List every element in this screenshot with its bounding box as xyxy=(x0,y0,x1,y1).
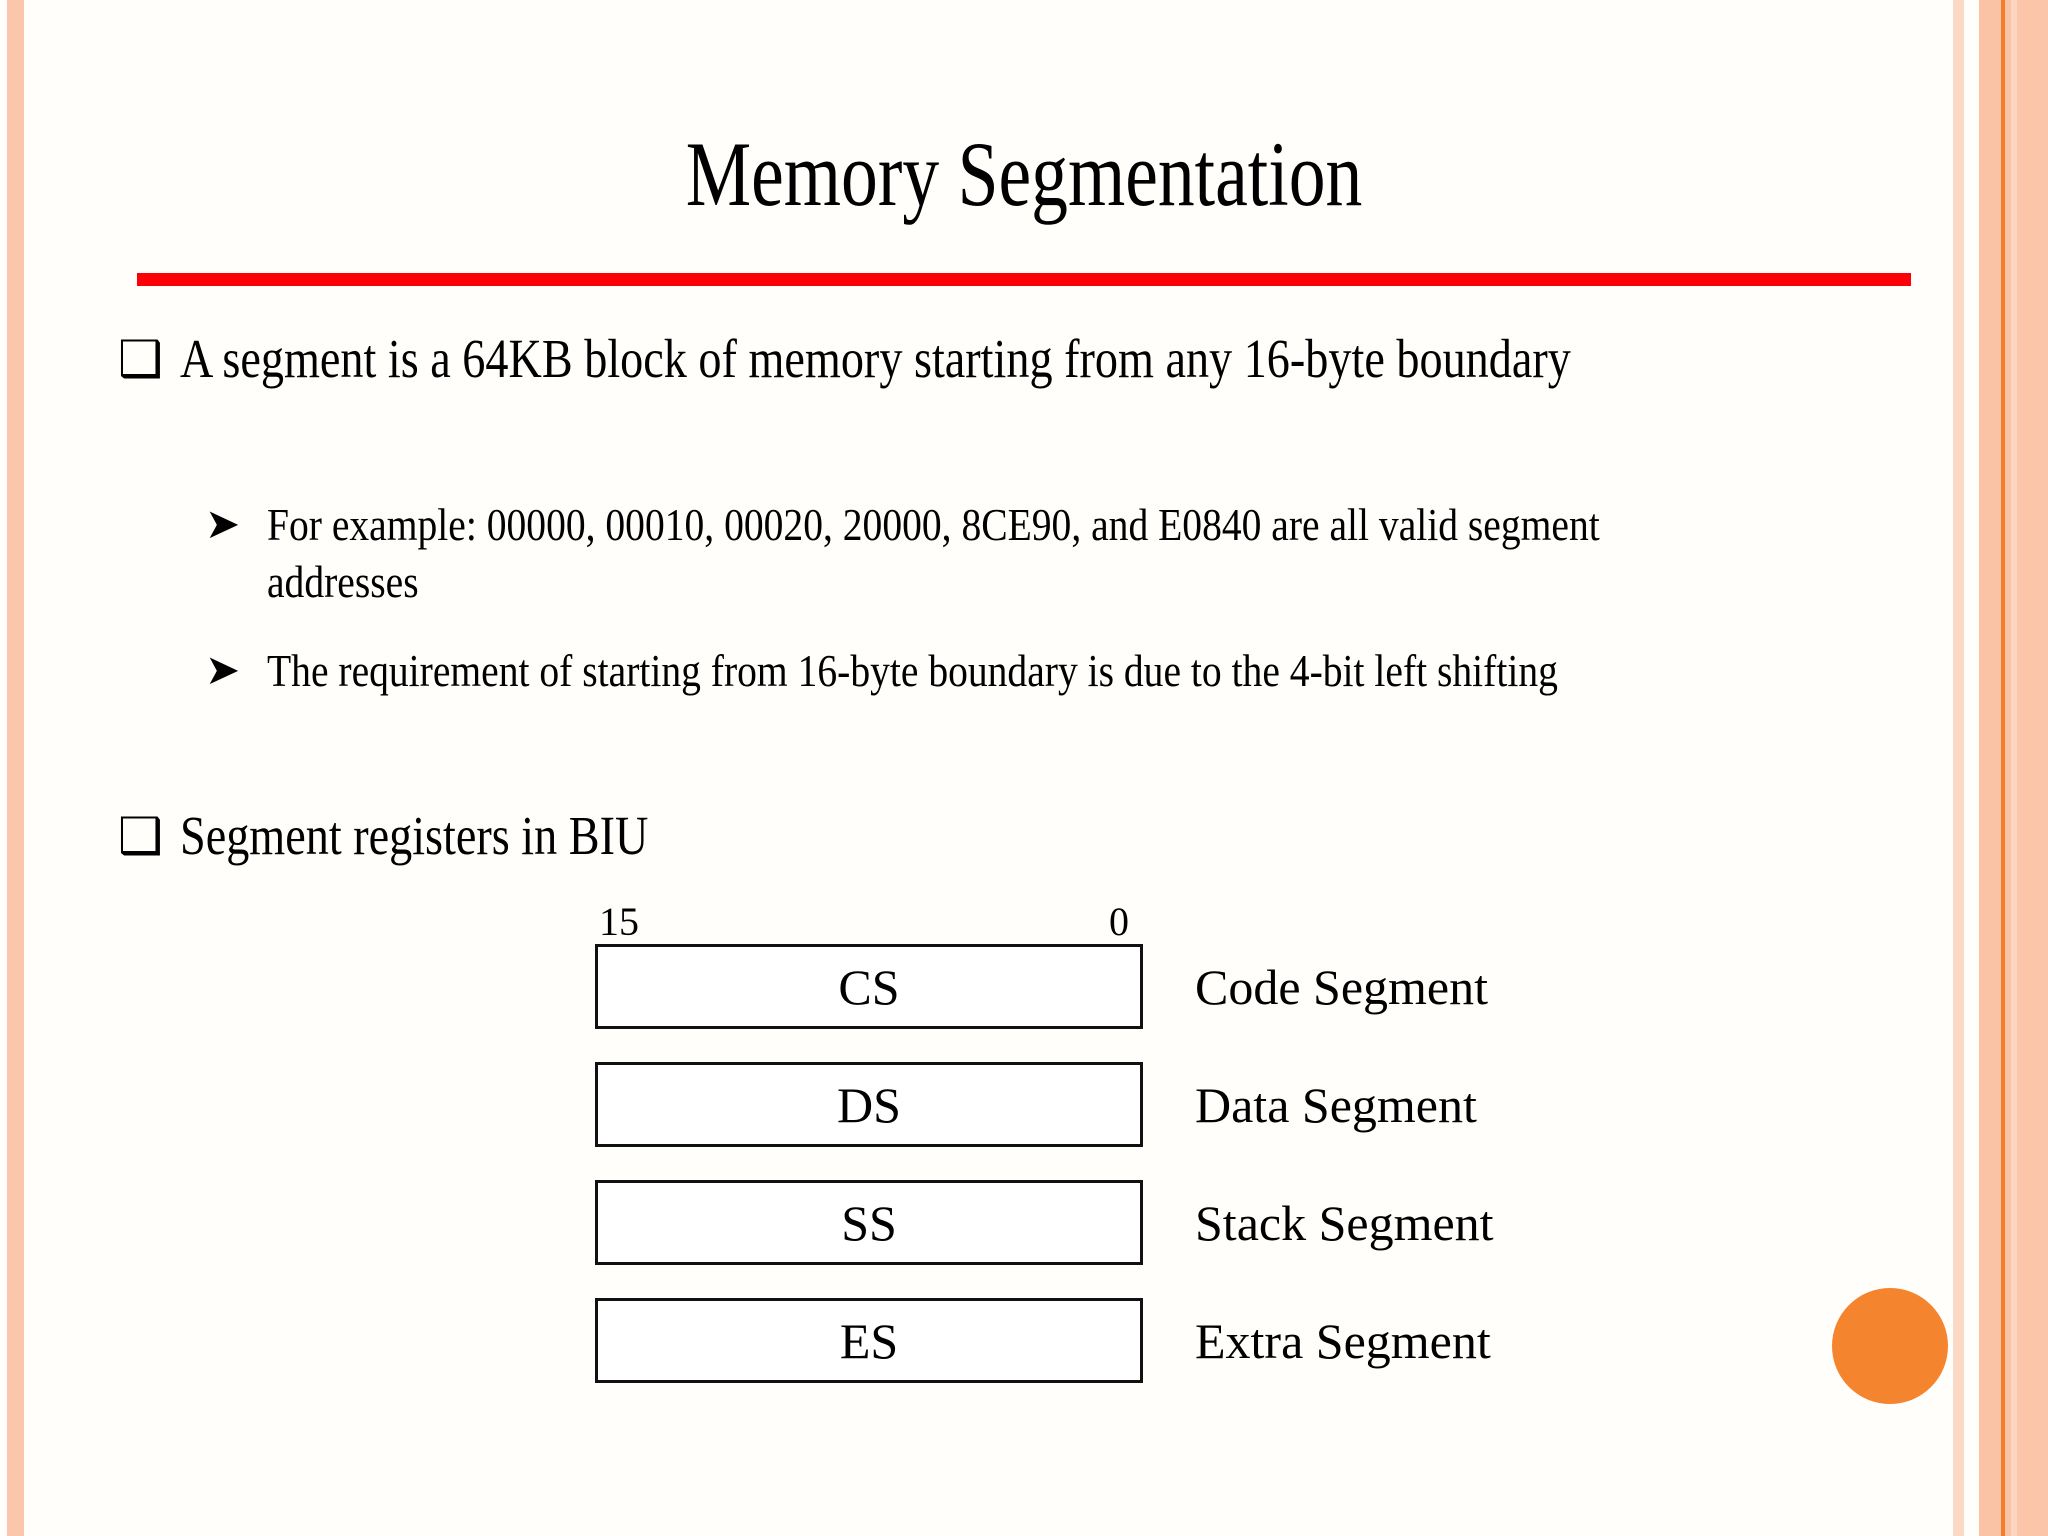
register-label-cs: Code Segment xyxy=(1195,959,1489,1015)
right-border-stripe-4 xyxy=(2005,0,2011,1536)
register-box-ds: DS xyxy=(595,1062,1143,1147)
left-border-stripe xyxy=(7,0,24,1536)
bit-index-low: 0 xyxy=(1109,899,1129,944)
register-label-ss: Stack Segment xyxy=(1195,1195,1494,1251)
title-underline-rule xyxy=(137,273,1911,286)
sub-bullet-text: For example: 00000, 00010, 00020, 20000,… xyxy=(267,499,1600,607)
sub-bullet-text: The requirement of starting from 16-byte… xyxy=(267,645,1558,696)
register-label-ds: Data Segment xyxy=(1195,1077,1477,1133)
register-row-ds: DS Data Segment xyxy=(595,1062,1477,1180)
bit-index-labels: 15 0 xyxy=(595,900,1143,944)
sub-bullet-item-examples: ➤ For example: 00000, 00010, 00020, 2000… xyxy=(205,497,1865,610)
register-box-ss: SS xyxy=(595,1180,1143,1265)
bullet-text: A segment is a 64KB block of memory star… xyxy=(180,328,1571,389)
register-row-es: ES Extra Segment xyxy=(595,1298,1491,1416)
right-border-stripe-5 xyxy=(2011,0,2017,1536)
slide-title: Memory Segmentation xyxy=(685,123,1363,225)
sub-bullet-item-requirement: ➤ The requirement of starting from 16-by… xyxy=(205,643,1865,700)
register-box-es: ES xyxy=(595,1298,1143,1383)
register-row-ss: SS Stack Segment xyxy=(595,1180,1494,1298)
bit-index-high: 15 xyxy=(599,899,639,944)
arrow-bullet-icon: ➤ xyxy=(205,499,241,548)
orange-accent-circle xyxy=(1832,1288,1948,1404)
segment-register-diagram: 15 0 CS Code Segment DS Data Segment SS … xyxy=(595,900,1494,1416)
register-label-es: Extra Segment xyxy=(1195,1313,1491,1369)
bullet-item-segment-registers: ❑ Segment registers in BIU xyxy=(118,805,1878,867)
register-row-cs: CS Code Segment xyxy=(595,944,1488,1062)
right-border-stripe-3 xyxy=(2001,0,2005,1536)
bullet-item-segment-definition: ❑ A segment is a 64KB block of memory st… xyxy=(118,328,1878,390)
right-border-stripe-2 xyxy=(1979,0,2001,1536)
right-border-stripe-6 xyxy=(2017,0,2048,1536)
bullet-text: Segment registers in BIU xyxy=(180,805,649,866)
arrow-bullet-icon: ➤ xyxy=(205,645,241,694)
square-bullet-icon: ❑ xyxy=(118,330,163,388)
register-box-cs: CS xyxy=(595,944,1143,1029)
square-bullet-icon: ❑ xyxy=(118,807,163,865)
right-border-stripe-1 xyxy=(1953,0,1964,1536)
